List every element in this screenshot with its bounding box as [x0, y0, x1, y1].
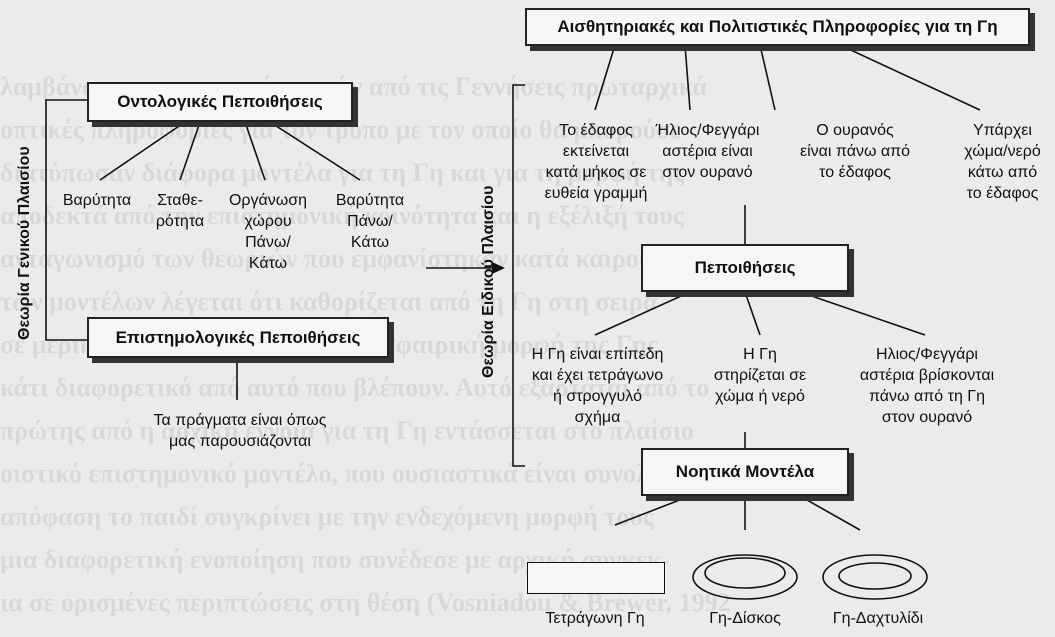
ontological-item: Οργάνωση χώρου Πάνω/ Κάτω	[228, 192, 308, 272]
sensory-information-box: Αισθητηριακές και Πολιτιστικές Πληροφορί…	[525, 8, 1030, 46]
ontological-beliefs-box: Οντολογικές Πεποιθήσεις	[87, 82, 353, 122]
sensory-item: Υπάρχει χώμα/νερό κάτω από το έδαφος	[964, 122, 1041, 202]
beliefs-title: Πεποιθήσεις	[694, 258, 796, 277]
beliefs-box: Πεποιθήσεις	[641, 244, 849, 292]
ontological-item: Σταθε- ρότητα	[155, 192, 205, 230]
epistemological-item: Τα πράγματα είναι όπως μας παρουσιάζοντα…	[153, 412, 327, 450]
mental-models-title: Νοητικά Μοντέλα	[675, 462, 815, 481]
mental-model-label: Γη-Δίσκος	[709, 610, 781, 627]
sensory-information-title: Αισθητηριακές και Πολιτιστικές Πληροφορί…	[557, 17, 998, 36]
right-frame-label: Θεωρία Ειδικού Πλαισίου	[480, 185, 497, 378]
mental-model-label: Τετράγωνη Γη	[545, 610, 645, 627]
sensory-item: Ήλιος/Φεγγάρι αστέρια είναι στον ουρανό	[655, 122, 760, 181]
disc-earth-shape	[692, 554, 798, 600]
beliefs-item: Η Γη στηρίζεται σε χώμα ή νερό	[713, 346, 807, 405]
epistemological-beliefs-title: Επιστημολογικές Πεποιθήσεις	[115, 327, 361, 347]
sensory-item: Ο ουρανός είναι πάνω από το έδαφος	[799, 122, 911, 181]
epistemological-beliefs-box: Επιστημολογικές Πεποιθήσεις	[87, 317, 389, 358]
beliefs-item: Η Γη είναι επίπεδη και έχει τετράγωνο ή …	[531, 346, 664, 426]
mental-model-label: Γη-Δαχτυλίδι	[832, 610, 924, 627]
square-earth-shape	[527, 562, 665, 594]
left-frame-label: Θεωρία Γενικού Πλαισίου	[16, 146, 33, 340]
mental-models-box: Νοητικά Μοντέλα	[641, 448, 849, 496]
ontological-item: Βαρύτητα Πάνω/ Κάτω	[335, 192, 405, 251]
beliefs-item: Ηλιος/Φεγγάρι αστέρια βρίσκονται πάνω απ…	[859, 346, 995, 426]
ontological-beliefs-title: Οντολογικές Πεποιθήσεις	[117, 92, 323, 111]
ring-earth-shape	[822, 554, 928, 600]
ontological-item: Βαρύτητα	[62, 192, 132, 209]
sensory-item: Το έδαφος εκτείνεται κατά μήκος σε ευθεί…	[544, 122, 648, 202]
